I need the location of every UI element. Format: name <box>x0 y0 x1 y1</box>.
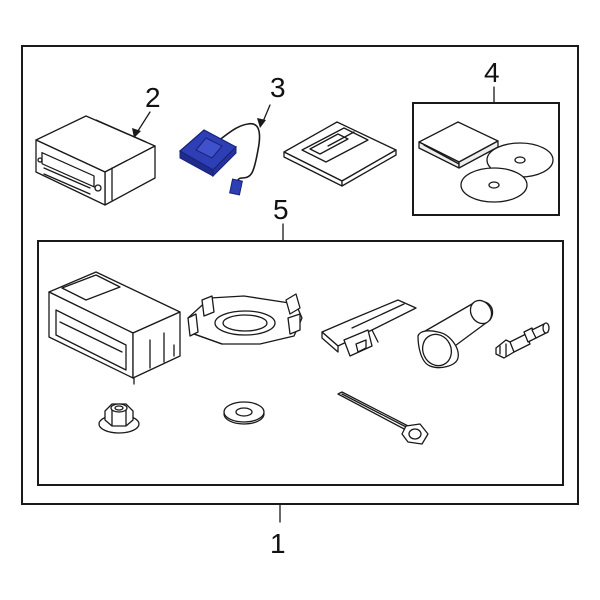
callout-4-label: 4 <box>484 57 500 88</box>
callout-2-label: 2 <box>145 82 161 113</box>
flange-nut <box>98 403 140 434</box>
gps-antenna <box>178 122 261 196</box>
navigation-unit <box>35 115 156 206</box>
manual-kit-frame <box>412 102 560 216</box>
ring-bracket <box>187 293 303 345</box>
flat-washer <box>223 401 265 425</box>
callout-3-label: 3 <box>270 72 286 103</box>
grommet <box>417 299 494 369</box>
mounting-bracket <box>283 121 397 187</box>
callout-2-arrowhead <box>132 128 141 138</box>
callout-5-label: 5 <box>273 194 289 225</box>
connector-housing <box>48 271 181 385</box>
callout-3-arrowhead <box>257 118 266 128</box>
manual-and-discs <box>418 121 554 203</box>
callout-1-label: 1 <box>270 528 286 559</box>
hardware-kit-frame <box>37 240 564 486</box>
outer-assembly-frame <box>21 45 579 505</box>
cable-tie <box>337 391 429 445</box>
hose-connector <box>495 322 550 359</box>
cable-clip-bracket <box>321 299 417 357</box>
